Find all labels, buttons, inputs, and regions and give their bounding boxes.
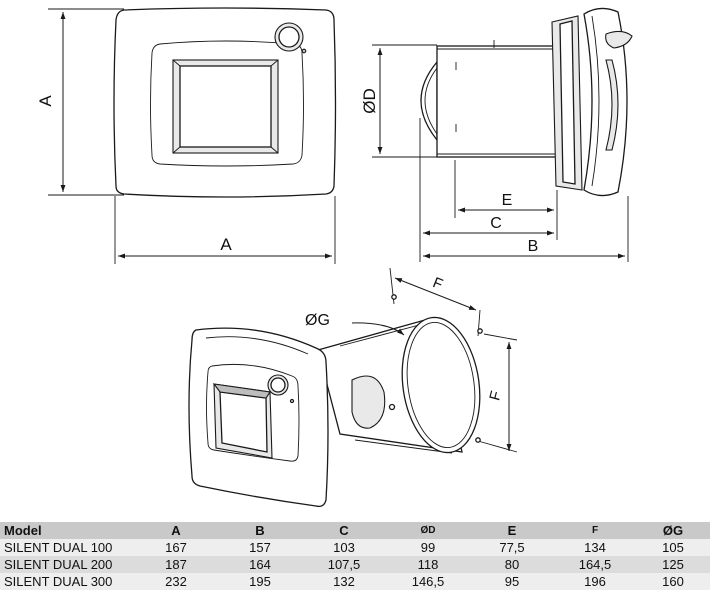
- table-cell: 99: [386, 539, 470, 556]
- iso-grille-panel: [219, 391, 268, 453]
- table-cell: 160: [636, 573, 710, 590]
- header-d: ØD: [386, 522, 470, 539]
- table-cell-model: SILENT DUAL 200: [0, 556, 134, 573]
- table-header-row: Model A B C ØD E F ØG: [0, 522, 710, 539]
- front-height-label: A: [36, 95, 55, 107]
- side-motor-dome: [420, 60, 438, 142]
- table-cell: 107,5: [302, 556, 386, 573]
- side-e-label: E: [502, 192, 513, 209]
- side-control-knob: [605, 30, 633, 49]
- table-cell: 134: [554, 539, 636, 556]
- iso-g-label: ØG: [305, 312, 330, 329]
- side-view: ØD E C B: [360, 7, 633, 262]
- header-a: A: [134, 522, 218, 539]
- table-cell: 232: [134, 573, 218, 590]
- front-grille-panel: [179, 65, 272, 148]
- table-cell: 132: [302, 573, 386, 590]
- iso-inner-frame: [206, 363, 300, 462]
- specifications-table: Model A B C ØD E F ØG SILENT DUAL 100 16…: [0, 522, 710, 590]
- table-cell: 125: [636, 556, 710, 573]
- table-cell: 187: [134, 556, 218, 573]
- front-indicator-led: [301, 48, 307, 54]
- iso-f-top-dimension-line: [394, 277, 477, 311]
- iso-f-top-label: F: [430, 274, 445, 293]
- table-cell: 196: [554, 573, 636, 590]
- table-cell: 103: [302, 539, 386, 556]
- table-cell: 167: [134, 539, 218, 556]
- table-row: SILENT DUAL 300 232 195 132 146,5 95 196…: [0, 573, 710, 590]
- header-b: B: [218, 522, 302, 539]
- header-g: ØG: [636, 522, 710, 539]
- table-cell: 77,5: [470, 539, 554, 556]
- technical-drawing: A A ØD: [36, 7, 633, 508]
- table-cell: 118: [386, 556, 470, 573]
- isometric-view: ØG F F: [188, 267, 518, 508]
- table-cell: 157: [218, 539, 302, 556]
- table-cell: 195: [218, 573, 302, 590]
- header-model: Model: [0, 522, 134, 539]
- side-c-label: C: [490, 215, 502, 232]
- table-cell: 164,5: [554, 556, 636, 573]
- side-front-cover: [583, 7, 628, 197]
- iso-duct-collar: [351, 375, 386, 429]
- table-cell: 105: [636, 539, 710, 556]
- table-row: SILENT DUAL 200 187 164 107,5 118 80 164…: [0, 556, 710, 573]
- header-c: C: [302, 522, 386, 539]
- iso-f-side-label: F: [486, 389, 505, 402]
- table-cell: 80: [470, 556, 554, 573]
- side-diameter-label: ØD: [360, 88, 379, 114]
- table-cell: 95: [470, 573, 554, 590]
- iso-g-leader: [351, 322, 405, 336]
- table-cell: 164: [218, 556, 302, 573]
- table-cell-model: SILENT DUAL 300: [0, 573, 134, 590]
- header-f: F: [554, 522, 636, 539]
- table-row: SILENT DUAL 100 167 157 103 99 77,5 134 …: [0, 539, 710, 556]
- header-e: E: [470, 522, 554, 539]
- front-width-label: A: [220, 235, 232, 254]
- table-cell-model: SILENT DUAL 100: [0, 539, 134, 556]
- table-cell: 146,5: [386, 573, 470, 590]
- front-view: A A: [36, 7, 337, 264]
- side-b-label: B: [528, 238, 539, 255]
- iso-duct-opening: [401, 316, 481, 454]
